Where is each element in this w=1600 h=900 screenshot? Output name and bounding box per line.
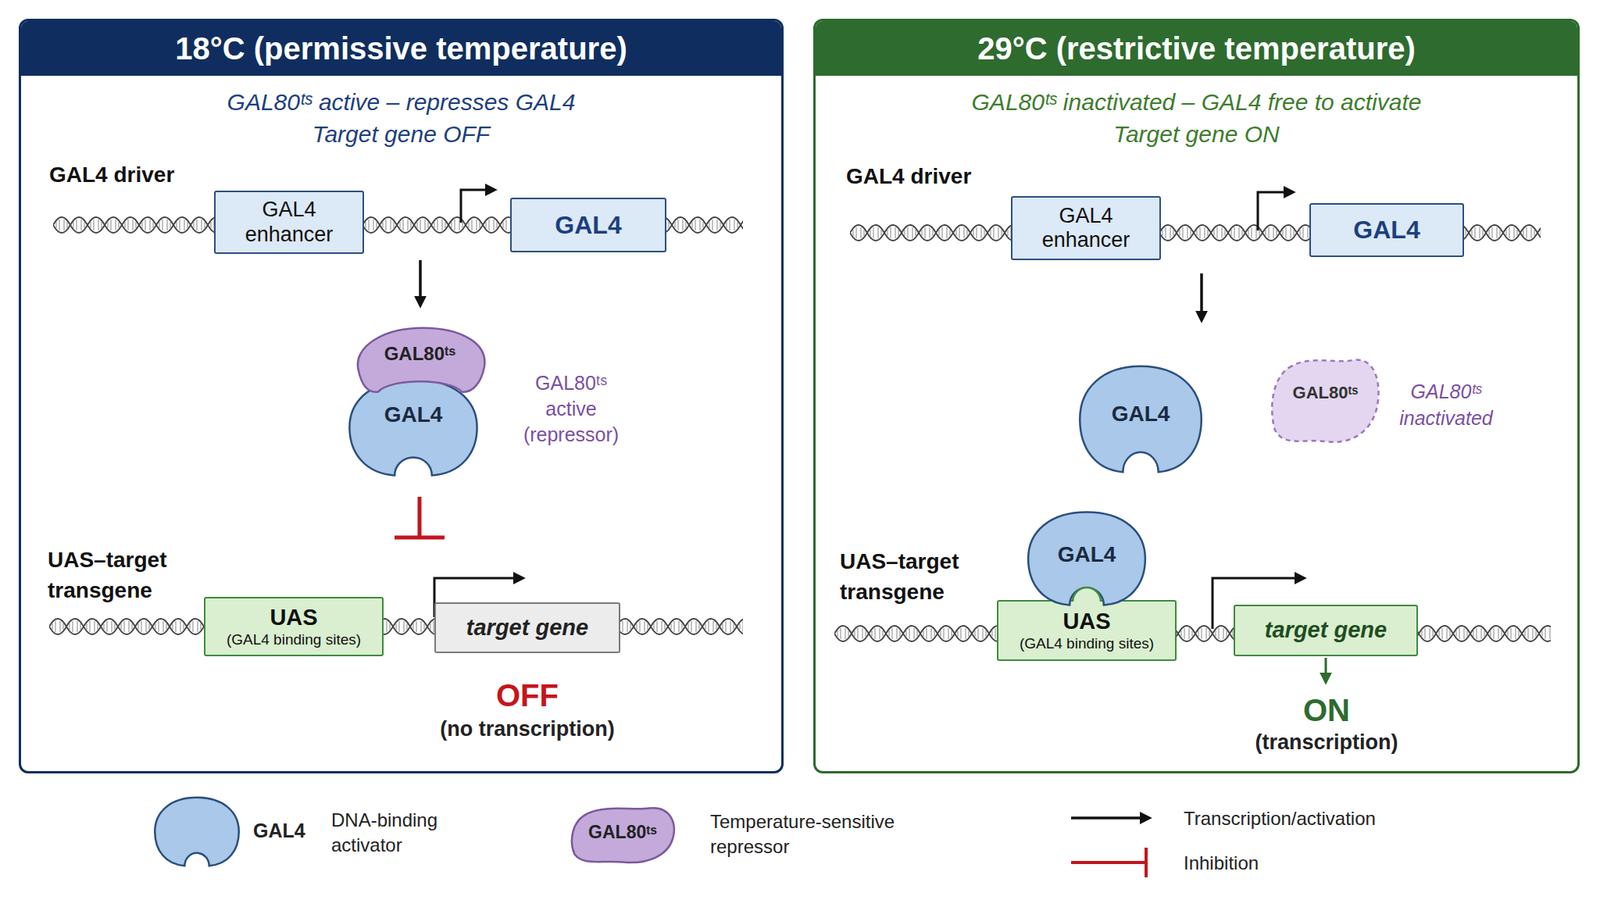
state-note: GAL80ᵗˢ inactivated bbox=[1387, 378, 1505, 432]
node-text-wrap: GAL80ᵗˢ bbox=[1267, 352, 1383, 450]
legend-symbol-label: GAL80ᵗˢ bbox=[571, 821, 674, 844]
shape-path bbox=[357, 328, 486, 393]
node-text: UAS bbox=[269, 604, 318, 631]
legend-text: Transcription/activation bbox=[1183, 806, 1497, 832]
panel-subtitle: GAL80ᵗˢ active – represses GAL4 bbox=[21, 88, 782, 117]
panel-subtitle: Target gene ON bbox=[815, 120, 1578, 149]
node-text: GAL4 enhancer bbox=[230, 197, 348, 247]
node-text: target gene bbox=[1264, 617, 1387, 643]
node-text: UAS bbox=[1062, 608, 1111, 635]
promoter-arrow bbox=[1257, 192, 1293, 231]
output-state: ON bbox=[1248, 691, 1405, 729]
node-text-wrap: GAL80ᵗˢ bbox=[350, 325, 490, 398]
temperature-panel: 18°C (permissive temperature) GAL80ᵗˢ act… bbox=[18, 18, 784, 774]
construct-label: UAS–target transgene bbox=[839, 546, 981, 608]
legend-arrow-sample bbox=[1071, 816, 1149, 820]
node-text-wrap: GAL4 bbox=[511, 199, 665, 251]
node-text-wrap: GAL4 bbox=[346, 377, 480, 478]
node-text-wrap: UAS(GAL4 binding sites) bbox=[998, 601, 1175, 660]
construct-label: GAL4 driver bbox=[846, 163, 1081, 190]
inactive-repressor: GAL80ᵗˢ bbox=[1267, 352, 1383, 450]
node-text: GAL80ᵗˢ bbox=[384, 342, 457, 365]
uas-box: UAS(GAL4 binding sites) bbox=[996, 600, 1177, 661]
node-text-wrap: target gene bbox=[435, 603, 619, 652]
activator-protein: GAL4 bbox=[1077, 364, 1204, 475]
node-text-wrap: GAL4 enhancer bbox=[1012, 197, 1160, 259]
gene-box: GAL4 bbox=[1309, 203, 1465, 258]
shape-path bbox=[1028, 511, 1146, 605]
panel-title: 29°C (restrictive temperature) bbox=[815, 21, 1578, 76]
node-text-wrap: GAL4 bbox=[1310, 204, 1463, 256]
legend-swatch-shape bbox=[154, 797, 240, 866]
construct-label: UAS–target transgene bbox=[47, 544, 189, 606]
state-note: GAL80ᵗˢ active (repressor) bbox=[516, 370, 626, 448]
promoter-arrow bbox=[460, 189, 494, 223]
dna-helix bbox=[49, 617, 743, 636]
node-text: (GAL4 binding sites) bbox=[226, 631, 361, 649]
shape-path bbox=[1271, 359, 1379, 442]
output-note: (no transcription) bbox=[402, 716, 653, 742]
construct-label: GAL4 driver bbox=[49, 161, 284, 189]
legend-symbol-label: GAL4 bbox=[253, 818, 332, 843]
shape-path bbox=[349, 379, 477, 476]
activator-protein: GAL4 bbox=[346, 377, 480, 478]
shape-path bbox=[1079, 366, 1202, 472]
legend-inhibition-sample bbox=[1071, 847, 1147, 878]
node-text-wrap: UAS(GAL4 binding sites) bbox=[205, 598, 383, 655]
enhancer-box: GAL4 enhancer bbox=[1010, 196, 1161, 261]
enhancer-box: GAL4 enhancer bbox=[214, 190, 365, 254]
output-state: OFF bbox=[449, 676, 606, 715]
node-text: GAL4 enhancer bbox=[1027, 203, 1145, 253]
panel-subtitle: GAL80ᵗˢ inactivated – GAL4 free to activ… bbox=[815, 88, 1578, 117]
node-text: GAL4 bbox=[1057, 542, 1117, 568]
node-text: GAL4 bbox=[554, 210, 622, 240]
node-text: GAL4 bbox=[384, 402, 443, 428]
inhibition-bar bbox=[394, 496, 445, 538]
expression-arrow bbox=[418, 260, 422, 305]
output-arrow bbox=[1325, 657, 1328, 682]
legend-swatch-shape bbox=[571, 807, 675, 863]
bound-activator: GAL4 bbox=[1025, 510, 1148, 608]
repressor-protein: GAL80ᵗˢ bbox=[350, 325, 490, 398]
shape-outline bbox=[346, 377, 480, 478]
panel-subtitle: Target gene OFF bbox=[21, 120, 782, 149]
legend-text: Inhibition bbox=[1183, 850, 1418, 876]
expression-arrow bbox=[1200, 273, 1204, 320]
legend-text: Temperature-sensitive repressor bbox=[710, 809, 945, 860]
node-text: GAL4 bbox=[1111, 401, 1171, 427]
node-text: (GAL4 binding sites) bbox=[1019, 635, 1154, 653]
panel-title: 18°C (permissive temperature) bbox=[21, 21, 782, 76]
dna-helix bbox=[834, 624, 1551, 643]
node-text-wrap: GAL4 bbox=[1077, 364, 1204, 475]
node-text: target gene bbox=[466, 614, 589, 641]
output-note: (transcription) bbox=[1201, 729, 1452, 755]
node-text-wrap: GAL4 enhancer bbox=[215, 192, 363, 253]
node-text-wrap: GAL4 bbox=[1025, 510, 1148, 608]
target-gene-box: target gene bbox=[1233, 604, 1418, 657]
gene-box: GAL4 bbox=[510, 197, 667, 253]
target-gene-box: target gene bbox=[434, 602, 621, 654]
node-text-wrap: target gene bbox=[1235, 606, 1417, 655]
node-text: GAL80ᵗˢ bbox=[1292, 382, 1359, 403]
legend-swatch bbox=[153, 796, 241, 868]
node-text: GAL4 bbox=[1353, 215, 1420, 245]
uas-box: UAS(GAL4 binding sites) bbox=[203, 596, 384, 657]
legend-text: DNA-binding activator bbox=[331, 807, 472, 858]
